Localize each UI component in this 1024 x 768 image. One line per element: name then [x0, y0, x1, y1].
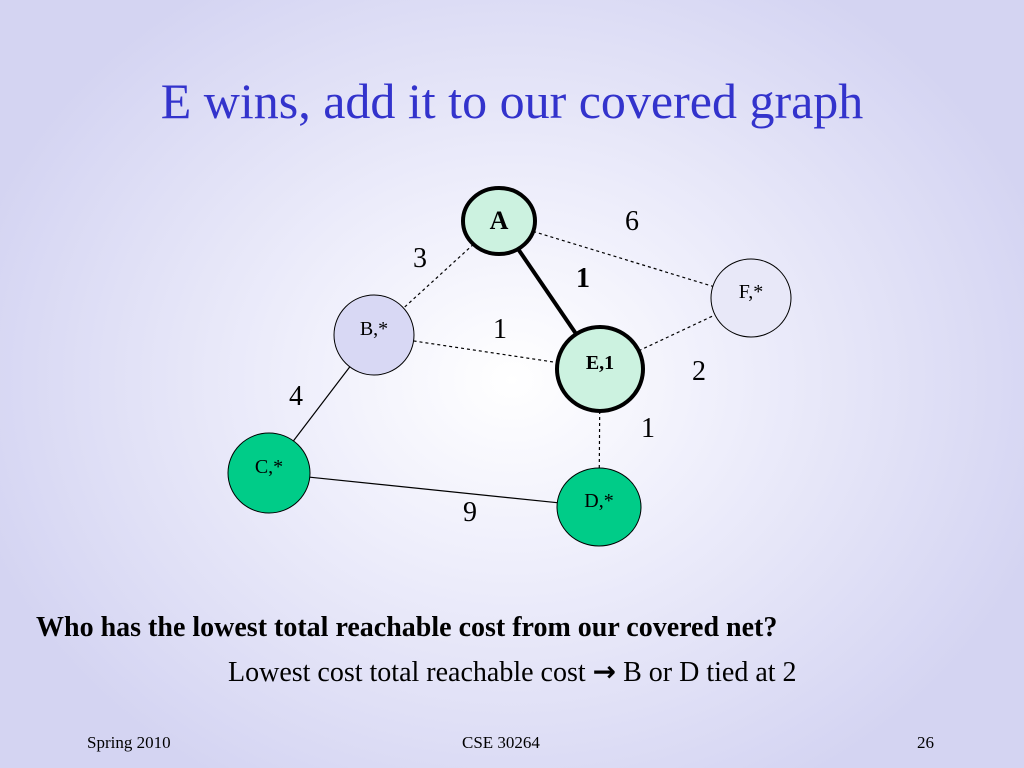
- node-label-b: B,*: [360, 318, 388, 340]
- node-label-e: E,1: [586, 352, 614, 374]
- edge-weight-b-e: 1: [493, 314, 507, 345]
- edge-a-e: [516, 247, 578, 336]
- node-a: [461, 186, 537, 256]
- edge-weight-a-e: 1: [576, 263, 590, 294]
- node-label-c: C,*: [255, 456, 283, 478]
- edge-weight-e-f: 2: [692, 356, 706, 387]
- graph-edge-weights: 3 6 1 1 4 2 1 9: [289, 206, 706, 528]
- node-e: [555, 325, 645, 413]
- edge-e-f: [638, 314, 716, 352]
- edge-b-c: [292, 366, 351, 442]
- node-b: [333, 294, 415, 376]
- footer-date: Spring 2010: [87, 733, 171, 752]
- answer-line: Lowest cost total reachable cost → B or …: [228, 655, 797, 689]
- answer-suffix: B or D tied at 2: [623, 657, 797, 688]
- node-d: [556, 467, 642, 547]
- node-c: [227, 432, 311, 514]
- node-label-d: D,*: [584, 490, 613, 512]
- arrow-icon: →: [592, 655, 617, 688]
- question-text: Who has the lowest total reachable cost …: [36, 612, 778, 643]
- graph-edges: [292, 230, 716, 504]
- edge-weight-c-d: 9: [463, 497, 477, 528]
- node-label-a: A: [490, 206, 509, 235]
- edge-a-f: [532, 230, 714, 287]
- edge-weight-e-d: 1: [641, 413, 655, 444]
- edge-c-d: [309, 476, 558, 504]
- footer-page-number: 26: [917, 733, 934, 752]
- node-label-f: F,*: [739, 281, 764, 303]
- edge-weight-a-b: 3: [413, 243, 427, 274]
- slide-title: E wins, add it to our covered graph: [160, 73, 864, 129]
- edge-weight-a-f: 6: [625, 206, 639, 237]
- answer-prefix: Lowest cost total reachable cost: [228, 657, 586, 688]
- edge-b-e: [413, 340, 558, 364]
- footer-course: CSE 30264: [462, 733, 540, 752]
- edge-weight-b-c: 4: [289, 381, 303, 412]
- node-f: [710, 258, 792, 338]
- graph-nodes: A B,* C,* D,* E,1 F,*: [227, 186, 792, 547]
- edge-a-b: [403, 243, 474, 309]
